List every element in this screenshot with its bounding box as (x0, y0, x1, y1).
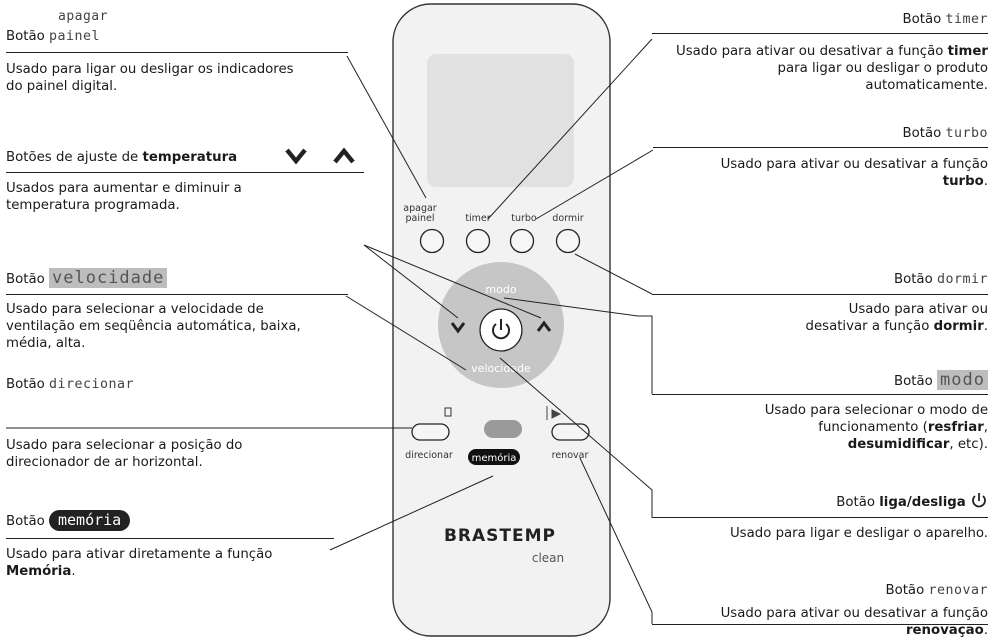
timer-button[interactable] (465, 228, 491, 254)
turbo-button[interactable] (509, 228, 535, 254)
painel-heading: Botão painel (6, 29, 101, 44)
temp-up-icon[interactable] (536, 320, 552, 332)
dormir-heading: Botão dormir (893, 272, 988, 287)
painel-desc: Usado para ligar ou desligar os indicado… (6, 62, 294, 94)
power-icon (492, 323, 510, 340)
memoria-button[interactable] (484, 420, 522, 438)
temperatura-heading: Botões de ajuste de temperatura (6, 150, 238, 165)
remote-label-velocidade: velocidade (471, 362, 531, 375)
divider (652, 294, 988, 295)
leader-lines (6, 38, 654, 624)
divider (6, 172, 364, 173)
divider (6, 52, 348, 53)
divider (6, 294, 348, 295)
renovar-button[interactable] (551, 423, 590, 441)
direcionar-heading: Botão direcionar (6, 377, 135, 392)
chevron-up-icon (333, 147, 355, 164)
apagar-painel-button[interactable] (419, 228, 445, 254)
velocidade-desc: Usado para selecionar a velocidade de ve… (6, 302, 301, 351)
remote-label-direcionar: direcionar (405, 450, 453, 461)
brand-sub: clean (532, 551, 564, 565)
divider (652, 394, 988, 395)
chevron-down-icon (285, 148, 307, 165)
dormir-button[interactable] (555, 228, 581, 254)
divider (652, 517, 988, 518)
memoria-heading: Botão memória (6, 510, 131, 531)
renovar-icon (546, 406, 562, 420)
timer-desc: Usado para ativar ou desativar a função … (675, 44, 988, 93)
remote-label-apagar: apagar (403, 203, 437, 214)
timer-heading: Botão timer (902, 12, 988, 27)
remote-label-turbo: turbo (511, 213, 537, 224)
painel-word-top: apagar (58, 9, 108, 24)
turbo-heading: Botão turbo (902, 126, 988, 141)
remote-label-dormir: dormir (552, 213, 583, 224)
power-desc: Usado para ligar e desligar o aparelho. (729, 526, 988, 541)
modo-heading: Botão modo (894, 370, 988, 390)
direcionar-button[interactable] (411, 423, 450, 441)
brand-logo: BRASTEMP (444, 526, 556, 546)
remote-label-timer: timer (465, 213, 490, 224)
temp-down-icon[interactable] (450, 322, 466, 334)
remote-label-renovar: renovar (552, 450, 589, 461)
power-heading: Botão liga/desliga (836, 492, 988, 510)
temperatura-desc: Usados para aumentar e diminuir a temper… (6, 181, 242, 213)
remote-label-modo: modo (485, 283, 516, 296)
remote-label-memoria: memória (472, 452, 517, 464)
direcionar-desc: Usado para selecionar a posição do direc… (6, 438, 243, 470)
divider (652, 624, 988, 625)
remote-display (427, 54, 574, 187)
modo-desc: Usado para selecionar o modo de funciona… (764, 403, 988, 452)
renovar-heading: Botão renovar (885, 583, 988, 598)
divider (653, 147, 988, 148)
memoria-pill (468, 449, 520, 465)
direcionar-icon (444, 407, 452, 417)
divider (6, 538, 334, 539)
power-icon (972, 493, 986, 508)
velocidade-heading: Botão velocidade (6, 268, 168, 288)
remote-label-painel: painel (406, 213, 435, 224)
divider (652, 33, 988, 34)
temperatura-icons (285, 147, 355, 165)
